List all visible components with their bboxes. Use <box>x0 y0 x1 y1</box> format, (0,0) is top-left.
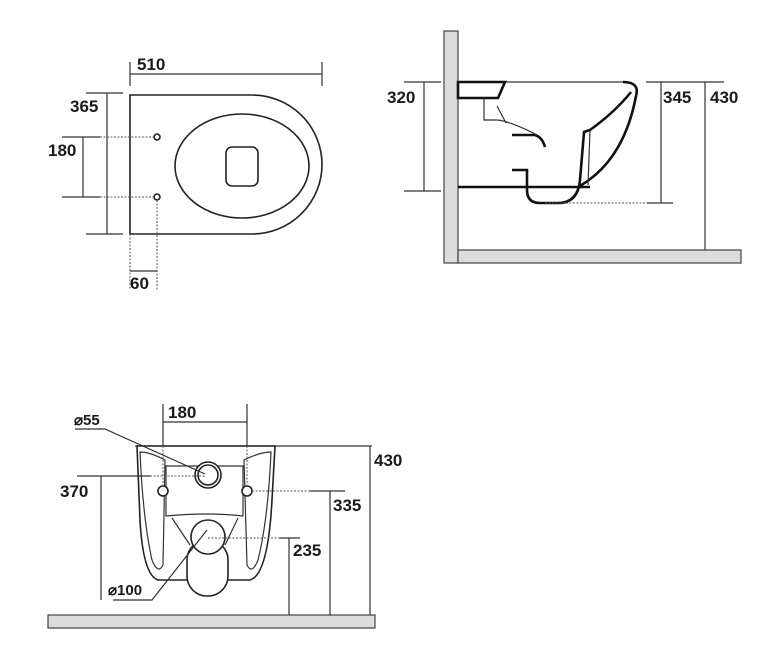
fixing-hole-front-left <box>157 485 169 497</box>
dimension-320: 320 <box>387 81 441 192</box>
bowl-profile-side <box>456 80 638 205</box>
dimension-365: 365 <box>70 92 123 235</box>
dimension-label-outlet-diameter: ⌀100 <box>108 582 142 599</box>
dimension-label-outlet-height: 345 <box>663 88 691 107</box>
dimension-510: 510 <box>129 55 323 86</box>
side-view: 320 345 430 <box>387 30 742 264</box>
dimension-label-rim-height-front: 430 <box>374 451 402 470</box>
dimension-label-fixing-spacing: 180 <box>48 141 76 160</box>
drain-opening-top <box>225 146 259 187</box>
floor-front <box>47 614 376 629</box>
dimension-label-inlet-diameter: ⌀55 <box>74 412 100 429</box>
dimension-label-outlet-height-front: 235 <box>293 541 321 560</box>
inlet-hole <box>197 464 219 486</box>
fixing-hole-top-upper <box>153 133 161 141</box>
floor-side <box>457 249 742 264</box>
dimension-inlet-diameter: ⌀55 <box>74 412 206 475</box>
top-view: 510 365 180 60 <box>48 55 323 293</box>
dimension-60: 60 <box>129 200 158 293</box>
fixing-hole-front-right <box>241 485 253 497</box>
dimension-label-rim-height: 430 <box>710 88 738 107</box>
dimension-label-fixing-height: 335 <box>333 496 361 515</box>
wall <box>443 30 459 264</box>
dimension-label-depth: 365 <box>70 97 98 116</box>
dimension-235: 235 <box>208 537 321 615</box>
dimension-outlet-diameter: ⌀100 <box>108 529 208 601</box>
dimension-label-height: 320 <box>387 88 415 107</box>
dimension-370: 370 <box>60 475 205 600</box>
dimension-430-side: 430 <box>704 82 738 250</box>
bowl-outline-front <box>136 445 276 581</box>
dimension-180-top: 180 <box>48 136 154 198</box>
dimension-label-fixing-spacing-front: 180 <box>168 403 196 422</box>
dimension-180-front: 180 <box>162 403 248 486</box>
dimension-335: 335 <box>252 490 361 615</box>
fixing-hole-top-lower <box>153 193 161 201</box>
dimension-345: 345 <box>646 81 724 204</box>
dimension-label-fixing-offset: 60 <box>130 274 149 293</box>
dimension-430-front: 430 <box>369 446 402 615</box>
dimension-label-inlet-height: 370 <box>60 482 88 501</box>
outlet-hole <box>190 519 226 555</box>
dimension-label-width: 510 <box>137 55 165 74</box>
front-view: 180 ⌀55 370 335 235 430 <box>47 403 402 629</box>
